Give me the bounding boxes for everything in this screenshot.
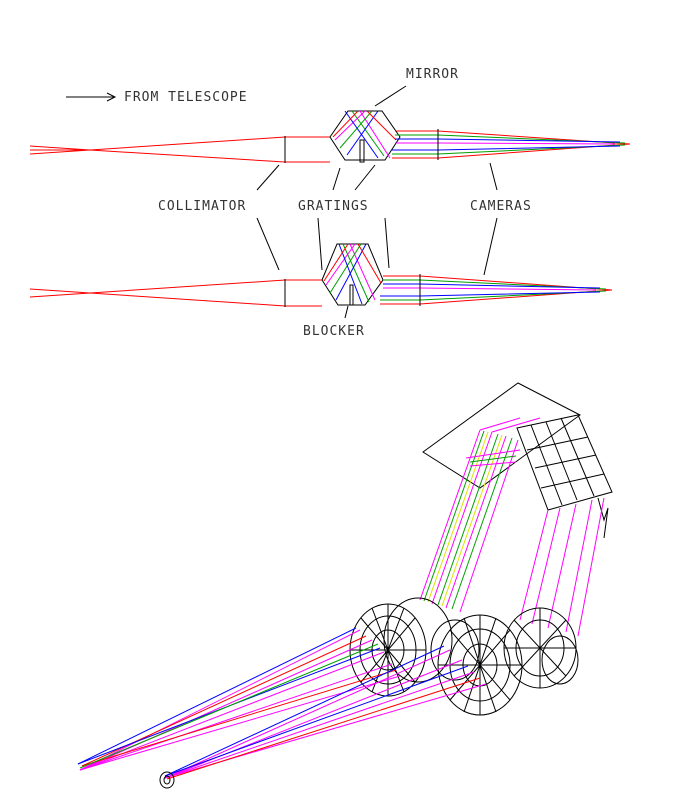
beam-column-right <box>519 497 605 637</box>
cameras-label: CAMERAS <box>470 199 532 214</box>
optic-wheel-center <box>430 614 523 716</box>
blocker-label: BLOCKER <box>303 324 365 339</box>
output-beam <box>392 130 631 159</box>
from-telescope-label: FROM TELESCOPE <box>124 90 248 105</box>
input-beam-lower <box>29 279 322 307</box>
output-beam-lower <box>380 275 613 305</box>
grating-assembly <box>329 110 401 163</box>
mirror-label: MIRROR <box>406 67 459 82</box>
leader-lines <box>256 85 498 319</box>
beam-column-left <box>419 417 541 613</box>
grating-grid <box>516 414 613 539</box>
layout-lower <box>29 243 613 307</box>
optic-wheel-right <box>503 607 579 689</box>
beam-fan-left <box>77 627 401 771</box>
gratings-label: GRATINGS <box>298 199 369 214</box>
layout-upper: FROM TELESCOPE <box>29 90 631 163</box>
blocker-upper <box>359 139 365 163</box>
beam-fan-right <box>164 645 487 780</box>
from-telescope-arrow-icon <box>66 92 117 102</box>
mirror-plate <box>422 382 581 489</box>
optic-wheel-left <box>349 597 453 697</box>
collimator-label: COLLIMATOR <box>158 199 246 214</box>
detector-right <box>159 771 175 789</box>
grating-assembly-lower <box>321 243 384 306</box>
input-beam <box>29 136 330 163</box>
wireframe-3d-view <box>77 382 613 789</box>
blocker-lower <box>349 284 354 306</box>
